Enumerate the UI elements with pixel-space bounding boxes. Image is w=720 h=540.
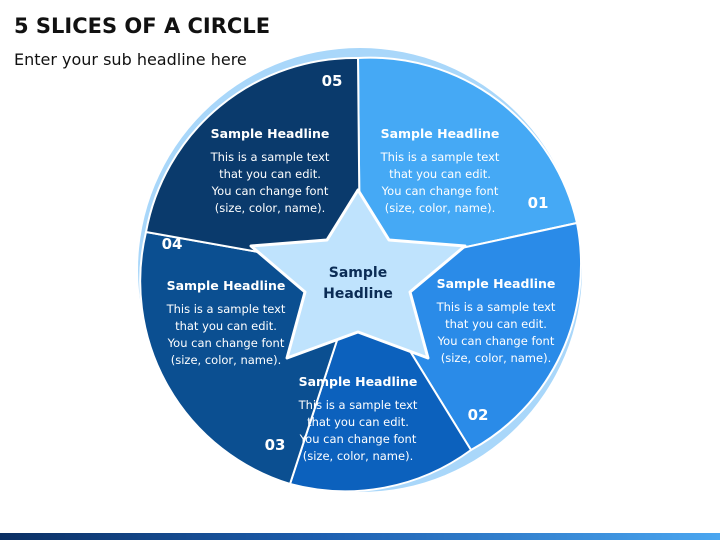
slice-body-line: (size, color, name). xyxy=(303,449,413,463)
slice-number: 01 xyxy=(528,194,549,212)
slice-03 xyxy=(288,267,473,493)
slice-body-line: (size, color, name). xyxy=(385,201,495,215)
slice-headline: Sample Headline xyxy=(437,276,556,291)
slice-body-line: This is a sample text xyxy=(380,150,500,164)
slice-05 xyxy=(144,56,362,272)
slice-body-line: This is a sample text xyxy=(298,398,418,412)
slice-01 xyxy=(356,56,579,272)
slice-body-line: that you can edit. xyxy=(445,317,547,331)
slice-body-line: that you can edit. xyxy=(219,167,321,181)
bottom-accent-bar xyxy=(0,533,720,540)
slice-number: 05 xyxy=(322,72,343,90)
page-title: 5 SLICES OF A CIRCLE xyxy=(14,14,271,38)
slice-number: 03 xyxy=(265,436,286,454)
slice-body-line: You can change font xyxy=(167,336,285,350)
slice-body-line: You can change font xyxy=(211,184,329,198)
slice-body-line: You can change font xyxy=(437,334,555,348)
slice-headline: Sample Headline xyxy=(299,374,418,389)
slice-body-line: You can change font xyxy=(381,184,499,198)
center-star xyxy=(249,188,467,360)
slice-body-line: (size, color, name). xyxy=(171,353,281,367)
slice-number: 02 xyxy=(468,406,489,424)
slice-headline: Sample Headline xyxy=(381,126,500,141)
slice-body-line: (size, color, name). xyxy=(215,201,325,215)
center-label-line2: Headline xyxy=(323,286,393,302)
slice-body-line: (size, color, name). xyxy=(441,351,551,365)
slice-body-line: This is a sample text xyxy=(166,302,286,316)
slice-headline: Sample Headline xyxy=(167,278,286,293)
slice-body-line: This is a sample text xyxy=(210,150,330,164)
slice-body-line: that you can edit. xyxy=(389,167,491,181)
slice-body-line: This is a sample text xyxy=(436,300,556,314)
page-subtitle: Enter your sub headline here xyxy=(14,50,247,69)
slice-body-line: You can change font xyxy=(299,432,417,446)
slice-body-line: that you can edit. xyxy=(307,415,409,429)
slice-number: 04 xyxy=(162,235,183,253)
center-label: Sample Headline xyxy=(323,265,393,302)
slice-headline: Sample Headline xyxy=(211,126,330,141)
slice-body-line: that you can edit. xyxy=(175,319,277,333)
center-label-line1: Sample xyxy=(329,265,387,281)
